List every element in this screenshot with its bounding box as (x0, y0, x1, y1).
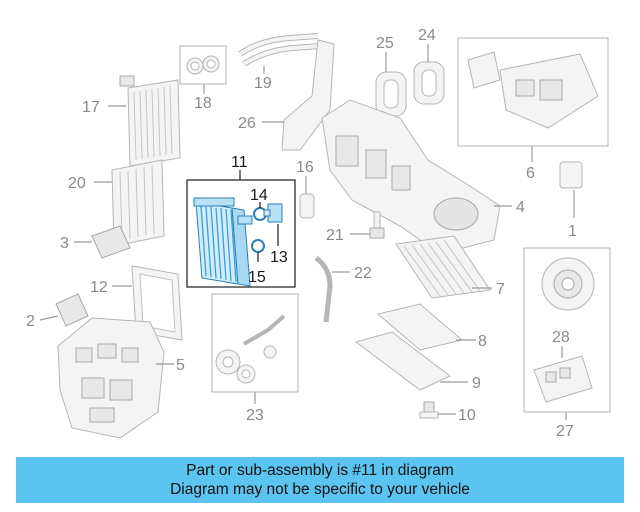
part-16[interactable] (299, 193, 315, 219)
part-25-seal[interactable] (375, 71, 407, 117)
group-box-11[interactable] (186, 179, 296, 288)
part-24-seal[interactable] (413, 61, 445, 105)
banner-line-part: Part or sub-assembly is #11 in diagram (186, 462, 454, 479)
group-box-23 (211, 293, 299, 393)
callout-27: 27 (556, 423, 574, 440)
group-box-6 (457, 37, 609, 147)
callout-2: 2 (26, 313, 35, 330)
part-20-frame[interactable] (111, 159, 165, 247)
callout-20: 20 (68, 175, 86, 192)
callout-12: 12 (90, 279, 108, 296)
group-box-27 (523, 247, 611, 413)
callout-14: 14 (250, 187, 268, 204)
callout-16: 16 (296, 159, 314, 176)
parts-diagram: 1 2 3 4 5 6 7 8 9 10 11 12 13 14 15 16 1… (26, 27, 611, 440)
callout-15: 15 (248, 269, 266, 286)
info-banner: Part or sub-assembly is #11 in diagram D… (16, 457, 624, 503)
callout-13: 13 (270, 249, 288, 266)
part-28-resistor[interactable] (533, 355, 593, 403)
part-3[interactable] (91, 225, 131, 259)
part-23-seals[interactable] (215, 314, 286, 384)
callout-28: 28 (552, 329, 570, 346)
part-9-cover[interactable] (354, 331, 451, 391)
callout-23: 23 (246, 407, 264, 424)
callout-9: 9 (472, 375, 481, 392)
callout-17: 17 (82, 99, 100, 116)
callout-1: 1 (568, 223, 577, 240)
callout-22: 22 (354, 265, 372, 282)
part-6-actuators[interactable] (467, 51, 599, 129)
callout-3: 3 (60, 235, 69, 252)
banner-line-disclaimer: Diagram may not be specific to your vehi… (170, 481, 470, 498)
callout-21: 21 (326, 227, 344, 244)
callout-4: 4 (516, 199, 525, 216)
part-27-blower[interactable] (541, 257, 595, 311)
part-17-heater-core[interactable] (119, 75, 181, 167)
part-4-main-housing[interactable] (321, 99, 501, 255)
callout-7: 7 (496, 281, 505, 298)
callout-11: 11 (231, 154, 248, 171)
part-7-cabin-filter[interactable] (395, 235, 491, 299)
callout-19: 19 (254, 75, 272, 92)
callout-18: 18 (194, 95, 212, 112)
part-1-sensor[interactable] (559, 161, 583, 189)
part-18-grommets[interactable] (179, 45, 227, 85)
callout-24: 24 (418, 27, 436, 44)
part-5-lower-housing[interactable] (57, 317, 165, 439)
callout-10: 10 (458, 407, 476, 424)
leader-2 (39, 315, 59, 321)
part-26-bracket[interactable] (281, 39, 335, 151)
part-10-clip[interactable] (419, 401, 439, 419)
part-11-evaporator[interactable] (193, 197, 253, 287)
part-22-hose[interactable] (314, 255, 333, 323)
part-19-heater-pipes[interactable] (238, 33, 321, 67)
part-13-expansion-valve[interactable] (263, 203, 283, 223)
callout-8: 8 (478, 333, 487, 350)
part-15-o-ring[interactable] (251, 239, 265, 253)
callout-26: 26 (238, 115, 256, 132)
callout-25: 25 (376, 35, 394, 52)
callout-6: 6 (526, 165, 535, 182)
callout-5: 5 (176, 357, 185, 374)
part-2[interactable] (55, 293, 89, 327)
part-21-sensor[interactable] (369, 211, 385, 239)
